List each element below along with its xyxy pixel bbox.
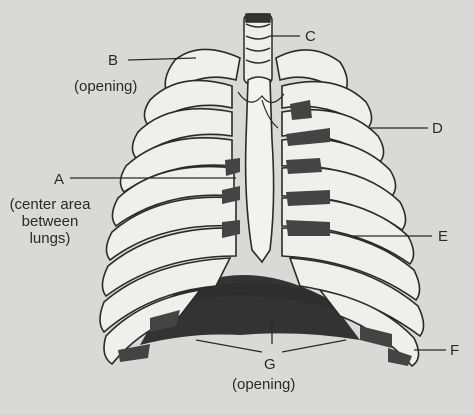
label-g-letter: G: [264, 356, 276, 373]
label-f-letter: F: [450, 342, 460, 359]
label-a-note: (center area between lungs): [9, 196, 91, 247]
leader-line-b: [127, 57, 197, 61]
label-a-letter: A: [54, 171, 65, 188]
leader-lines: [70, 35, 446, 353]
label-e-letter: E: [438, 228, 449, 245]
left-ribs: [99, 48, 241, 366]
upper-outline: [237, 91, 285, 129]
leader-line-g-left: [195, 339, 263, 353]
right-rib-shadows: [286, 100, 412, 366]
label-d-letter: D: [432, 120, 443, 137]
left-rib-shadows: [118, 158, 240, 362]
label-g-note: (opening): [232, 376, 296, 393]
trachea: [243, 13, 273, 85]
right-ribs: [275, 49, 425, 368]
leader-line-g-right: [281, 339, 347, 353]
label-b-letter: B: [108, 52, 119, 69]
sternum: [244, 76, 275, 264]
diaphragm-opening: [120, 282, 370, 330]
label-c-letter: C: [305, 28, 316, 45]
label-b-note: (opening): [74, 78, 138, 95]
